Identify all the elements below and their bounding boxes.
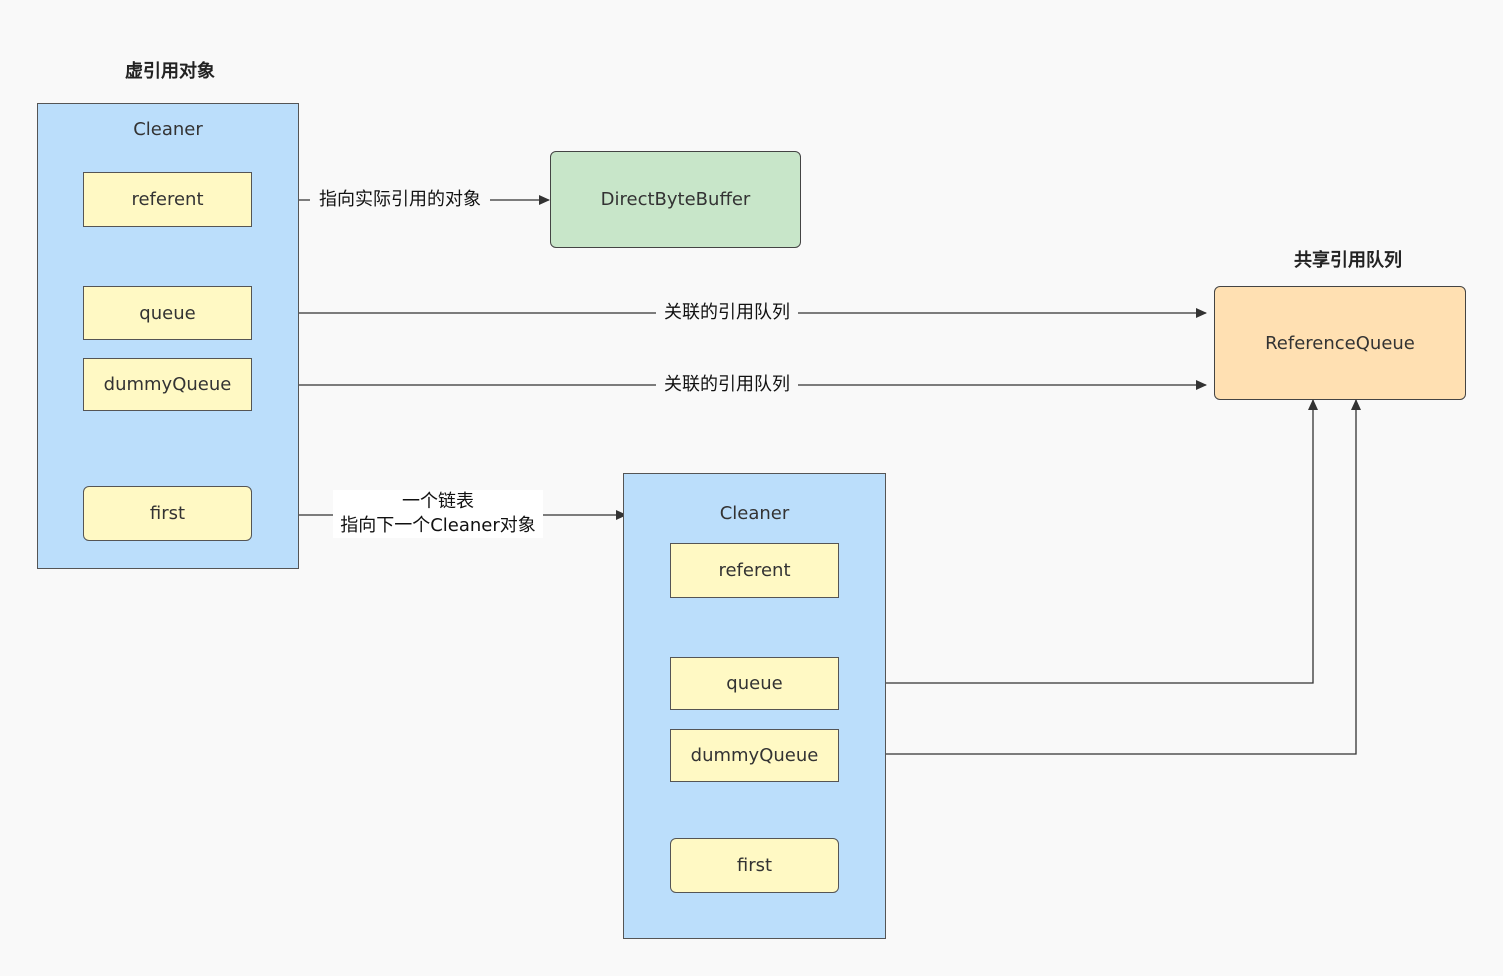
edge-label-dummyqueue: 关联的引用队列 (656, 373, 798, 397)
edge-label-queue: 关联的引用队列 (656, 301, 798, 325)
shared-queue-title: 共享引用队列 (1294, 250, 1402, 271)
cleaner-2-title: Cleaner (719, 503, 790, 524)
cleaner-2-field-first: first (670, 838, 839, 893)
edge-label-referent: 指向实际引用的对象 (310, 188, 490, 212)
phantom-reference-title: 虚引用对象 (125, 61, 215, 82)
cleaner-2-field-referent: referent (670, 543, 839, 598)
direct-byte-buffer-node: DirectByteBuffer (550, 151, 801, 248)
cleaner-1-field-first: first (83, 486, 252, 541)
cleaner-1-field-queue: queue (83, 286, 252, 340)
edge-label-first-line1: 一个链表 (402, 491, 474, 512)
cleaner-1-field-referent: referent (83, 172, 252, 227)
cleaner-2-field-queue: queue (670, 657, 839, 710)
edge-cleaner2-queue-to-reference-queue (838, 399, 1318, 684)
cleaner-2-field-dummyqueue: dummyQueue (670, 729, 839, 782)
reference-queue-node: ReferenceQueue (1214, 286, 1466, 400)
edge-label-first: 一个链表 指向下一个Cleaner对象 (333, 490, 543, 538)
edge-label-first-line2: 指向下一个Cleaner对象 (340, 515, 536, 536)
edge-cleaner2-dummyqueue-to-reference-queue (838, 399, 1361, 755)
cleaner-1-title: Cleaner (133, 119, 203, 140)
cleaner-1-field-dummyqueue: dummyQueue (83, 358, 252, 411)
